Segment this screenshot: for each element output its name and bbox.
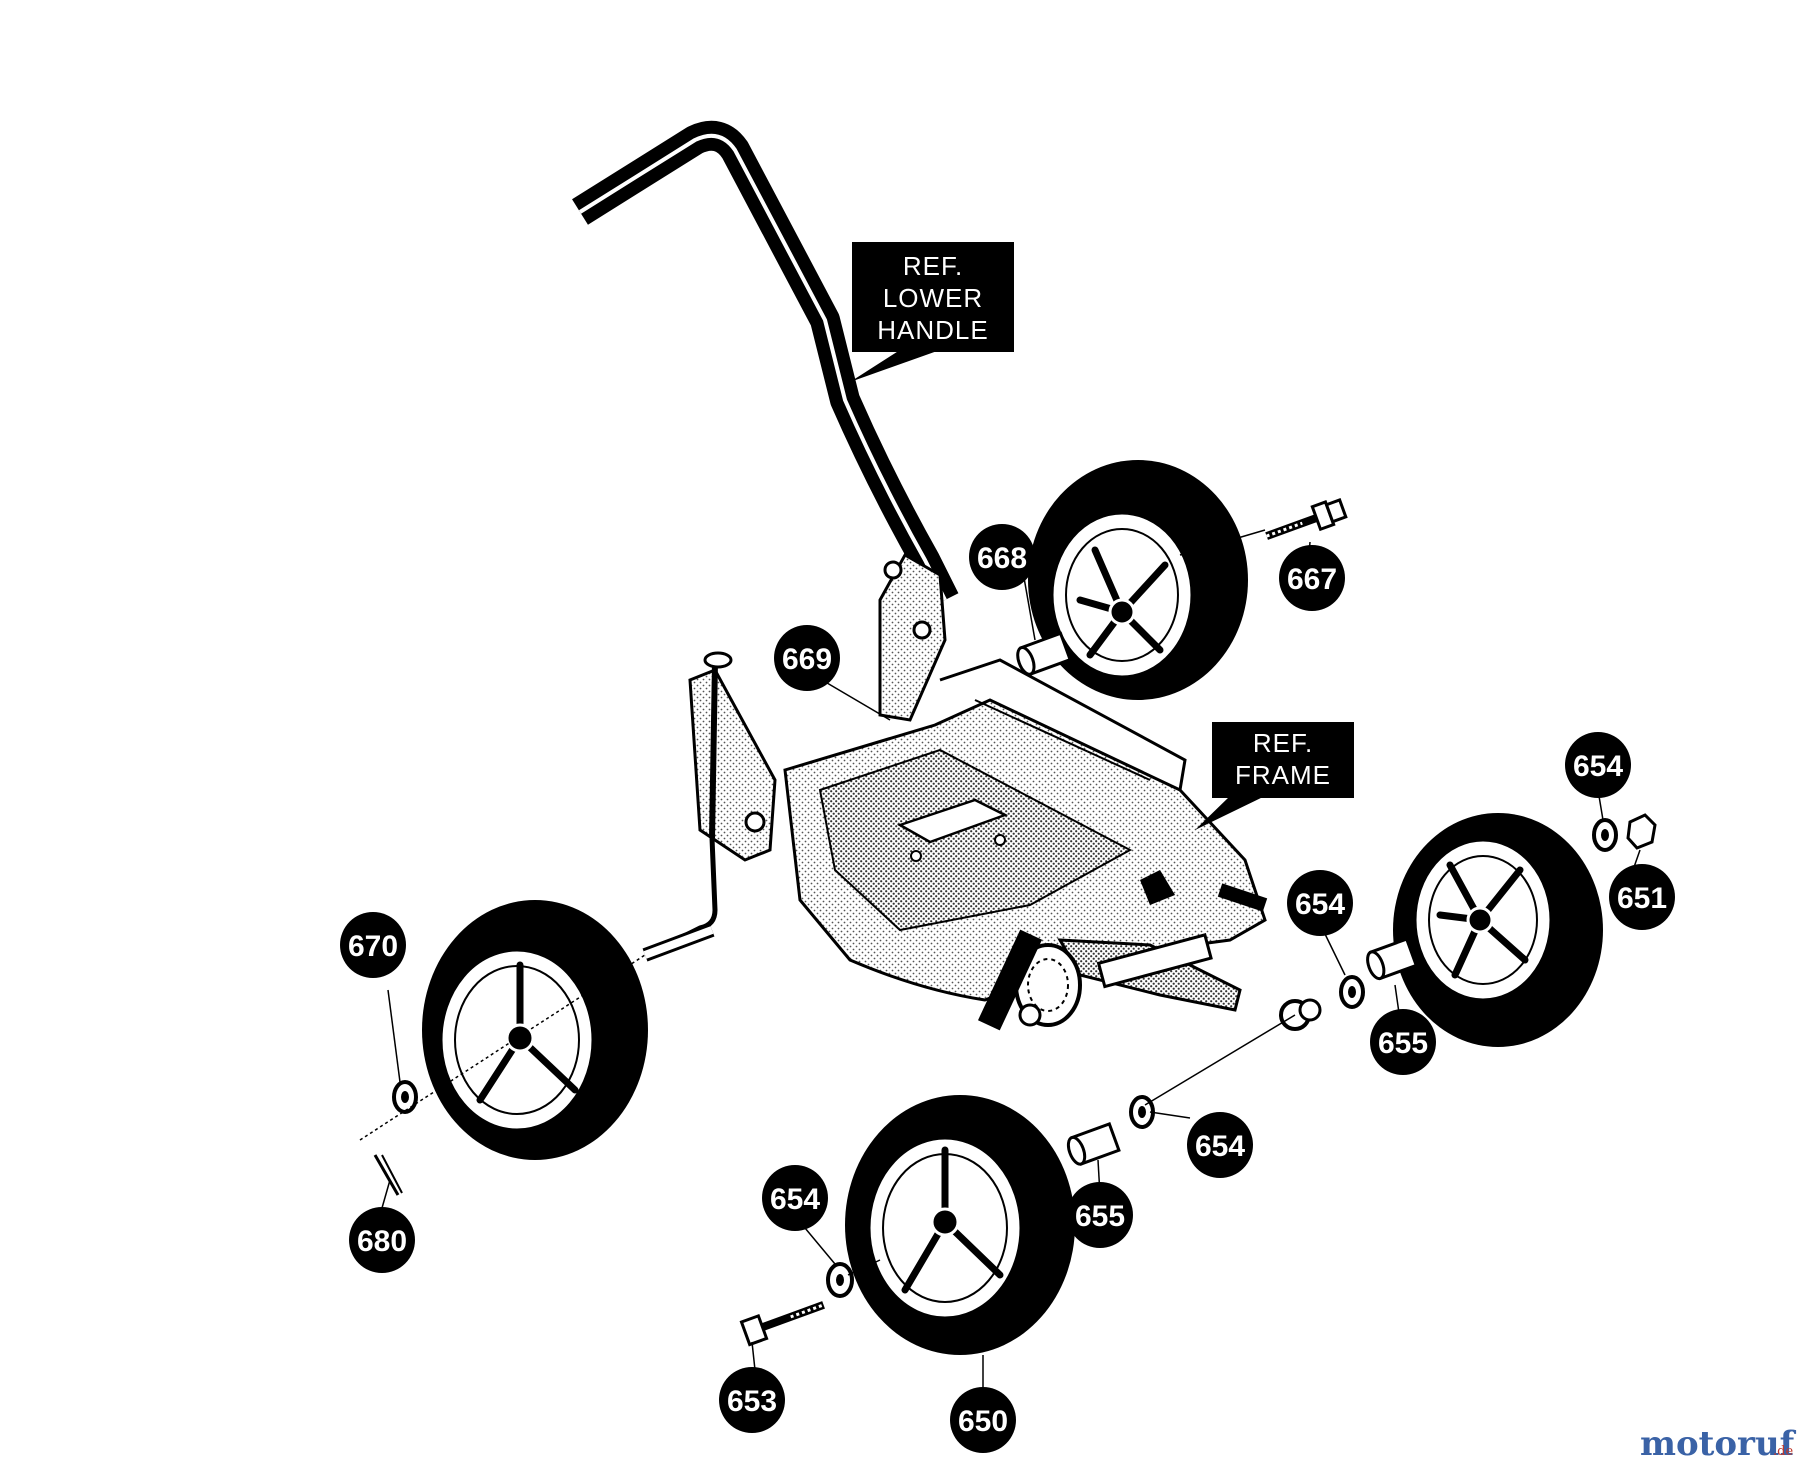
callout-655-bottom: 655 bbox=[1067, 1182, 1133, 1248]
wheel-front-left bbox=[422, 900, 648, 1160]
callout-655-right-label: 655 bbox=[1378, 1027, 1428, 1060]
watermark-logo: motoruf .de bbox=[1640, 1424, 1797, 1464]
callout-669-label: 669 bbox=[782, 643, 832, 676]
callout-654-top: 654 bbox=[1565, 732, 1631, 798]
watermark-brand: motoruf bbox=[1640, 1424, 1797, 1464]
callout-654-axle: 654 bbox=[1287, 870, 1353, 936]
callout-654-left-label: 654 bbox=[770, 1183, 820, 1216]
callout-668: 668 bbox=[969, 524, 1035, 590]
lower-handle bbox=[572, 120, 959, 607]
callout-670: 670 bbox=[340, 912, 406, 978]
watermark-tld: .de bbox=[1773, 1444, 1793, 1459]
ref-lower-handle-label: REF. LOWER HANDLE bbox=[850, 242, 1014, 382]
ref-lower-handle-line2: LOWER bbox=[883, 283, 983, 313]
callout-654-bottom: 654 bbox=[1187, 1112, 1253, 1178]
callout-667: 667 bbox=[1279, 545, 1345, 611]
ref-frame-label: REF. FRAME bbox=[1195, 722, 1354, 830]
callout-654-axle-label: 654 bbox=[1295, 888, 1345, 921]
callout-653: 653 bbox=[719, 1367, 785, 1433]
hardware bbox=[373, 498, 1657, 1347]
callout-670-label: 670 bbox=[348, 930, 398, 963]
callout-680: 680 bbox=[349, 1207, 415, 1273]
callout-680-label: 680 bbox=[357, 1225, 407, 1258]
callout-650-label: 650 bbox=[958, 1405, 1008, 1438]
frame bbox=[648, 552, 1322, 1031]
callout-654-left: 654 bbox=[762, 1165, 828, 1231]
wheel-front-right bbox=[845, 1095, 1075, 1355]
wheel-rear-left bbox=[1028, 460, 1248, 700]
ref-frame-line2: FRAME bbox=[1235, 760, 1331, 790]
callout-667-label: 667 bbox=[1287, 563, 1337, 596]
ref-lower-handle-line1: REF. bbox=[903, 251, 963, 281]
callout-669: 669 bbox=[774, 625, 840, 691]
callout-651-label: 651 bbox=[1617, 882, 1667, 915]
callout-651: 651 bbox=[1609, 864, 1675, 930]
wheel-rear-right bbox=[1393, 813, 1603, 1047]
callout-655-bottom-label: 655 bbox=[1075, 1200, 1125, 1233]
ref-frame-line1: REF. bbox=[1253, 728, 1313, 758]
callout-668-label: 668 bbox=[977, 542, 1027, 575]
height-adjuster bbox=[977, 870, 1175, 1031]
callout-654-top-label: 654 bbox=[1573, 750, 1623, 783]
callout-653-label: 653 bbox=[727, 1385, 777, 1418]
callout-650: 650 bbox=[950, 1387, 1016, 1453]
callout-654-bottom-label: 654 bbox=[1195, 1130, 1245, 1163]
callout-655-right: 655 bbox=[1370, 1009, 1436, 1075]
ref-lower-handle-line3: HANDLE bbox=[877, 315, 988, 345]
